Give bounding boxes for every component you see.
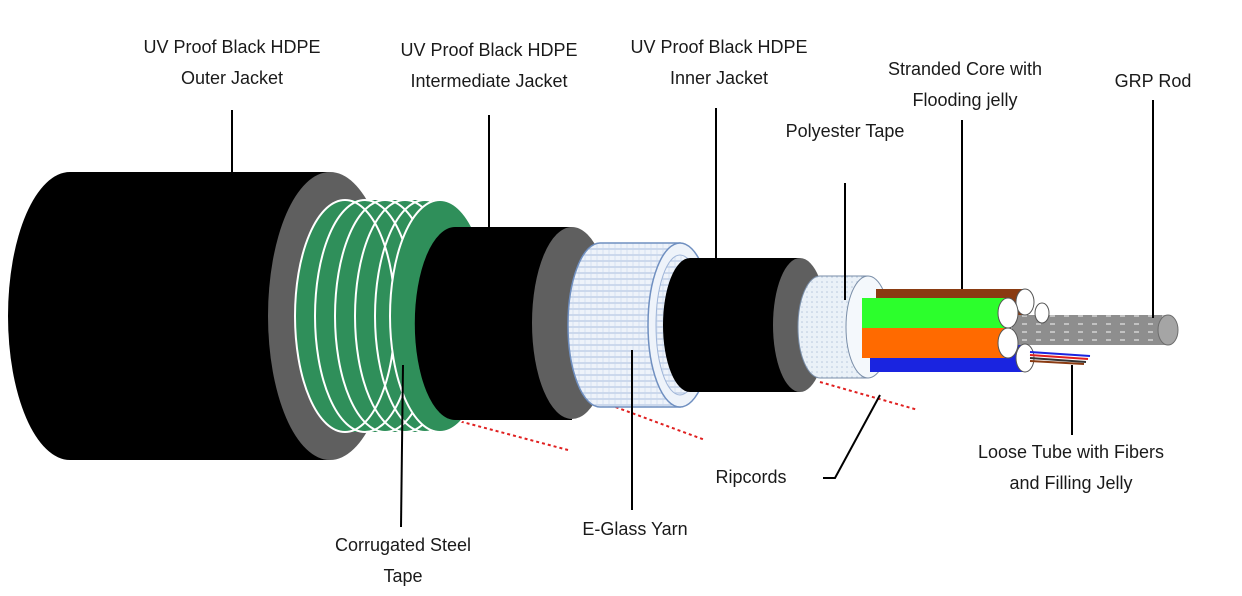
loose-tube-orange: [862, 327, 1019, 359]
leader-lines: [231, 100, 1154, 528]
ripcord-lines: [454, 381, 919, 451]
label-grp-rod: GRP Rod: [1114, 71, 1192, 91]
loose-tube-green: [862, 297, 1019, 329]
fibers: [1029, 351, 1091, 365]
label-eglass-yarn: E-Glass Yarn: [582, 519, 688, 539]
loose-tube-small: [1034, 302, 1050, 324]
label-polyester-tape: Polyester Tape: [785, 121, 905, 141]
label-ripcords: Ripcords: [715, 467, 787, 487]
grp-rod: [1012, 314, 1179, 346]
